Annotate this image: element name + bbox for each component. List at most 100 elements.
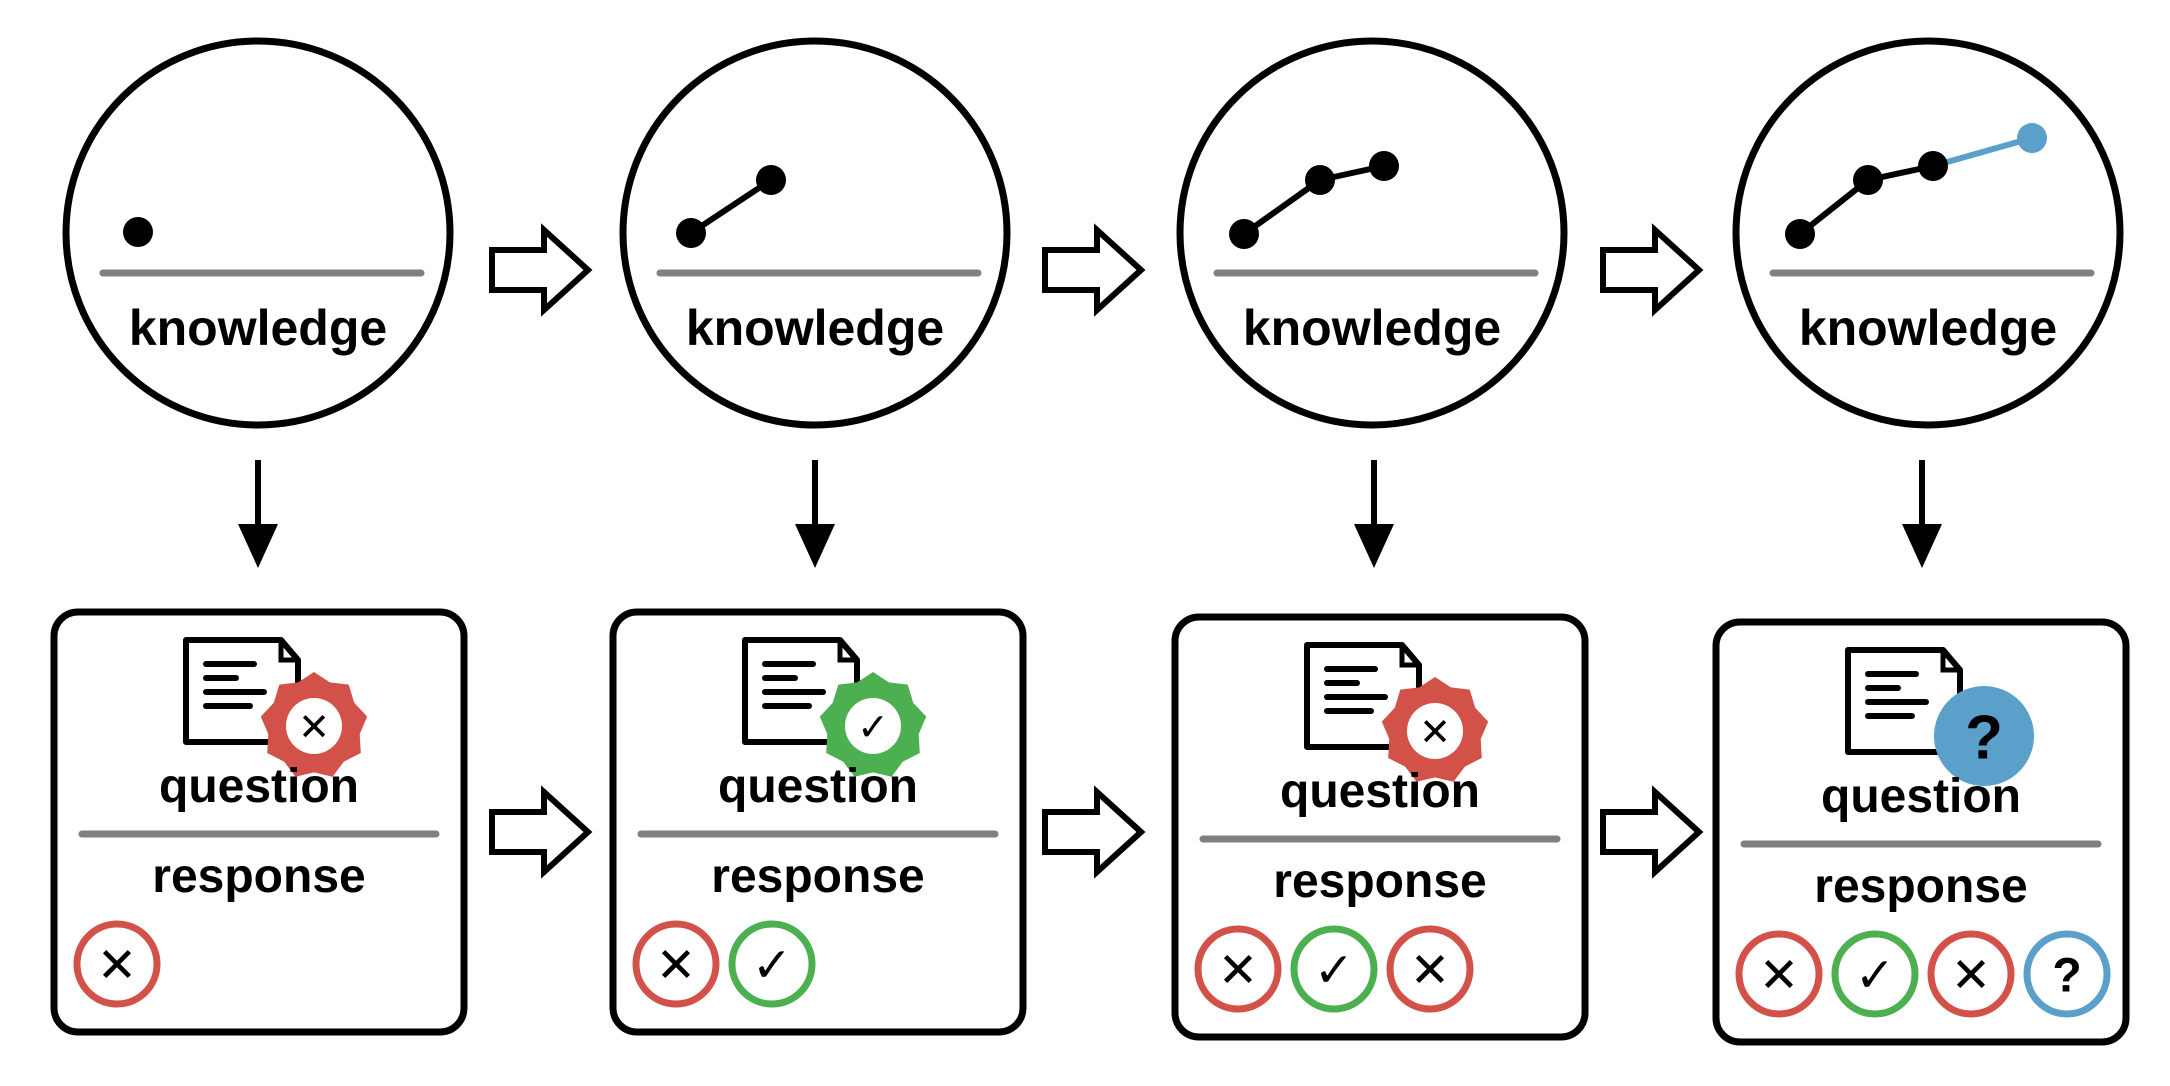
knowledge-circle bbox=[1176, 37, 1568, 429]
cross-icon: ✕ bbox=[298, 707, 330, 749]
knowledge-node: knowledge bbox=[619, 37, 1011, 429]
knowledge-point bbox=[123, 217, 153, 247]
cross-icon: ✕ bbox=[1759, 950, 1799, 1003]
knowledge-point bbox=[1369, 151, 1399, 181]
response-correct-icon: ✓ bbox=[1290, 925, 1378, 1013]
stage-2: knowledge ✓ question response ✕ ✓ bbox=[609, 37, 1027, 1036]
document-fold bbox=[278, 640, 298, 663]
response-incorrect-icon: ✕ bbox=[1927, 930, 2015, 1018]
knowledge-label: knowledge bbox=[1799, 300, 2057, 356]
knowledge-point bbox=[1918, 151, 1948, 181]
question-mark-icon: ? bbox=[2052, 950, 2081, 1003]
down-arrow bbox=[1902, 460, 1942, 568]
check-icon: ✓ bbox=[1314, 945, 1354, 998]
response-label: response bbox=[1273, 855, 1486, 908]
knowledge-circle bbox=[619, 37, 1011, 429]
down-arrow-head bbox=[795, 524, 835, 568]
cross-icon: ✕ bbox=[1951, 950, 1991, 1003]
question-mark-icon: ? bbox=[1965, 704, 2003, 773]
knowledge-point bbox=[756, 165, 786, 195]
knowledge-point bbox=[1853, 165, 1883, 195]
new-knowledge-link bbox=[1932, 135, 2033, 169]
response-ring bbox=[2023, 930, 2111, 1018]
check-icon: ✓ bbox=[1855, 950, 1895, 1003]
response-flow-arrow bbox=[489, 785, 593, 879]
check-icon: ✓ bbox=[857, 707, 889, 749]
knowledge-link bbox=[1242, 177, 1322, 237]
seal-inner-circle bbox=[286, 698, 342, 754]
knowledge-node: knowledge bbox=[62, 37, 454, 429]
question-label: question bbox=[718, 760, 918, 813]
question-response-card: ✓ question response ✕ ✓ bbox=[609, 608, 1027, 1036]
question-status-badge: ✓ bbox=[819, 672, 927, 777]
response-label: response bbox=[1814, 860, 2027, 913]
response-unknown-icon: ? bbox=[2023, 930, 2111, 1018]
response-incorrect-icon: ✕ bbox=[632, 920, 720, 1008]
cross-icon: ✕ bbox=[1218, 945, 1258, 998]
down-arrow bbox=[1354, 460, 1394, 568]
seal-inner-circle bbox=[845, 698, 901, 754]
down-arrow-head bbox=[1354, 524, 1394, 568]
knowledge-circle bbox=[62, 37, 454, 429]
question-status-badge: ? bbox=[1934, 686, 2034, 786]
response-correct-icon: ✓ bbox=[1831, 930, 1919, 1018]
document-fold bbox=[837, 640, 857, 663]
knowledge-flow-arrow bbox=[1600, 223, 1704, 317]
knowledge-point bbox=[1305, 165, 1335, 195]
response-ring bbox=[1927, 930, 2015, 1018]
cross-icon: ✕ bbox=[1410, 945, 1450, 998]
response-correct-icon: ✓ bbox=[728, 920, 816, 1008]
response-ring bbox=[632, 920, 720, 1008]
response-flow-arrow bbox=[1600, 785, 1704, 879]
new-knowledge-point bbox=[2017, 123, 2047, 153]
response-ring bbox=[1290, 925, 1378, 1013]
question-label: question bbox=[1821, 770, 2021, 823]
seal-inner-circle bbox=[1407, 703, 1463, 759]
response-incorrect-icon: ✕ bbox=[1735, 930, 1823, 1018]
question-status-badge: ✕ bbox=[1381, 677, 1489, 782]
response-ring bbox=[1735, 930, 1823, 1018]
knowledge-point bbox=[1229, 219, 1259, 249]
cross-icon: ✕ bbox=[1419, 712, 1451, 754]
cross-icon: ✕ bbox=[97, 940, 137, 993]
question-label: question bbox=[159, 760, 359, 813]
question-response-card: ✕ question response ✕ ✓ ✕ bbox=[1171, 613, 1589, 1041]
document-fold bbox=[1399, 645, 1419, 668]
knowledge-label: knowledge bbox=[129, 300, 387, 356]
response-ring bbox=[1194, 925, 1282, 1013]
question-unknown-icon bbox=[1934, 686, 2034, 786]
knowledge-flow-arrow bbox=[489, 223, 593, 317]
down-arrow-head bbox=[238, 524, 278, 568]
stage-1: knowledge ✕ question response ✕ bbox=[50, 37, 468, 1036]
knowledge-link bbox=[689, 177, 773, 236]
check-icon: ✓ bbox=[752, 940, 792, 993]
question-label: question bbox=[1280, 765, 1480, 818]
response-incorrect-icon: ✕ bbox=[73, 920, 161, 1008]
down-arrow bbox=[238, 460, 278, 568]
down-arrow bbox=[795, 460, 835, 568]
response-incorrect-icon: ✕ bbox=[1386, 925, 1474, 1013]
knowledge-node: knowledge bbox=[1732, 37, 2124, 429]
response-incorrect-icon: ✕ bbox=[1194, 925, 1282, 1013]
down-arrow-head bbox=[1902, 524, 1942, 568]
document-fold bbox=[1940, 650, 1960, 673]
knowledge-label: knowledge bbox=[686, 300, 944, 356]
knowledge-label: knowledge bbox=[1243, 300, 1501, 356]
response-flow-arrow bbox=[1042, 785, 1146, 879]
cross-icon: ✕ bbox=[656, 940, 696, 993]
question-status-badge: ✕ bbox=[260, 672, 368, 777]
question-response-card: ✕ question response ✕ bbox=[50, 608, 468, 1036]
knowledge-point bbox=[676, 218, 706, 248]
response-ring bbox=[1386, 925, 1474, 1013]
response-ring bbox=[73, 920, 161, 1008]
knowledge-flow-arrow bbox=[1042, 223, 1146, 317]
knowledge-node: knowledge bbox=[1176, 37, 1568, 429]
knowledge-point bbox=[1785, 219, 1815, 249]
response-ring bbox=[728, 920, 816, 1008]
response-label: response bbox=[711, 850, 924, 903]
response-label: response bbox=[152, 850, 365, 903]
stage-3: knowledge ✕ question response ✕ ✓ ✕ bbox=[1171, 37, 1589, 1041]
